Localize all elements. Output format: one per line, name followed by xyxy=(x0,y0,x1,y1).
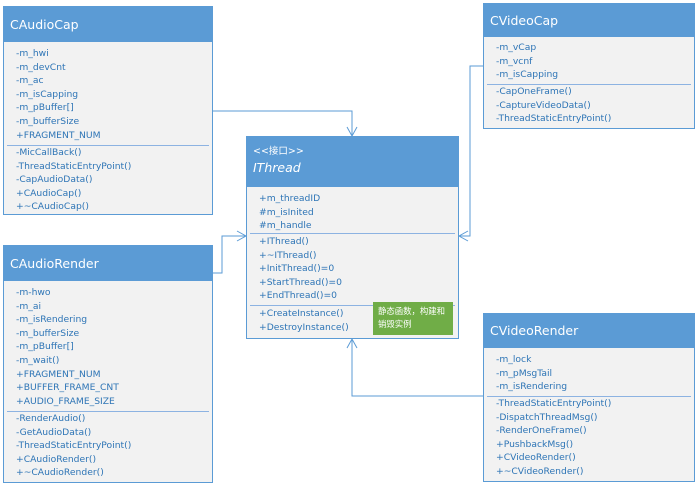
attribute: -m_pMsgTail xyxy=(496,367,553,379)
method: +CAudioCap() xyxy=(16,187,82,199)
class-caudiorender[interactable]: CAudioRender -m-hwo -m_ai -m_isRendering… xyxy=(3,245,213,483)
method: +CreateInstance() xyxy=(259,308,344,319)
method: +~IThread() xyxy=(259,249,317,261)
method: +InitThread()=0 xyxy=(259,263,335,275)
attribute: +AUDIO_FRAME_SIZE xyxy=(16,395,115,407)
attribute: -m-hwo xyxy=(16,287,51,298)
attribute: #m_isInited xyxy=(259,206,314,218)
class-caudiocap-header: CAudioCap xyxy=(4,7,212,42)
method: -RenderAudio() xyxy=(16,413,86,424)
attribute: #m_handle xyxy=(259,220,312,232)
attribute: -m_isRendering xyxy=(16,314,88,326)
class-caudiorender-attributes: -m-hwo -m_ai -m_isRendering -m_bufferSiz… xyxy=(4,286,212,408)
attribute: -m_vcnf xyxy=(496,55,533,67)
attribute: +FRAGMENT_NUM xyxy=(16,368,101,380)
class-ithread-methods: +IThread() +~IThread() +InitThread()=0 +… xyxy=(247,235,458,303)
separator xyxy=(7,145,209,146)
attribute: -m_isCapping xyxy=(496,69,559,81)
attribute: -m_wait() xyxy=(16,354,60,366)
method: -RenderOneFrame() xyxy=(496,425,587,437)
class-caudiocap[interactable]: CAudioCap -m_hwi -m_devCnt -m_ac -m_isCa… xyxy=(3,6,213,215)
attribute: -m_vCap xyxy=(496,42,537,53)
method: -DispatchThreadMsg() xyxy=(496,411,598,423)
class-cvideorender-methods: -ThreadStaticEntryPoint() -DispatchThrea… xyxy=(484,397,694,479)
class-cvideorender-attributes: -m_lock -m_pMsgTail -m_isRendering xyxy=(484,353,694,394)
attribute: -m_ac xyxy=(16,75,44,87)
separator xyxy=(250,305,455,306)
method: +~CAudioCap() xyxy=(16,201,89,213)
class-ithread-header: <<接口>> IThread xyxy=(247,137,458,187)
separator xyxy=(250,233,455,234)
class-caudiocap-name: CAudioCap xyxy=(10,17,79,32)
arrowhead-cvideocap-ithread xyxy=(457,230,469,242)
method: -ThreadStaticEntryPoint() xyxy=(16,440,132,452)
method: -CapAudioData() xyxy=(16,174,93,186)
class-cvideorender[interactable]: CVideoRender -m_lock -m_pMsgTail -m_isRe… xyxy=(483,313,695,482)
arrowhead-cvideorender-ithread xyxy=(346,337,358,349)
method: +~CVideoRender() xyxy=(496,465,584,477)
method: +EndThread()=0 xyxy=(259,290,337,302)
connector-cvideocap-ithread xyxy=(459,65,483,237)
connector-cvideorender-ithread xyxy=(351,339,483,397)
attribute: -m_bufferSize xyxy=(16,327,80,339)
note-static-functions: 静态函数，构建和销毁实例 xyxy=(373,302,453,335)
connector-caudiorender-ithread xyxy=(213,235,246,274)
class-ithread-attributes: +m_threadID #m_isInited #m_handle xyxy=(247,192,458,233)
attribute: -m_pBuffer[] xyxy=(16,102,74,114)
attribute: -m_isCapping xyxy=(16,88,79,100)
class-caudiorender-name: CAudioRender xyxy=(10,256,99,271)
class-ithread-stereotype: <<接口>> xyxy=(253,146,304,157)
method: +CVideoRender() xyxy=(496,452,576,464)
method: -ThreadStaticEntryPoint() xyxy=(496,113,612,125)
class-cvideocap-header: CVideoCap xyxy=(484,4,694,37)
class-cvideocap-name: CVideoCap xyxy=(490,13,559,28)
attribute: +m_threadID xyxy=(259,193,321,204)
class-caudiorender-methods: -RenderAudio() -GetAudioData() -ThreadSt… xyxy=(4,412,212,480)
separator xyxy=(7,411,209,412)
class-cvideorender-name: CVideoRender xyxy=(490,323,579,338)
attribute: +FRAGMENT_NUM xyxy=(16,129,101,141)
method: -CaptureVideoData() xyxy=(496,99,591,111)
class-ithread-statics: +CreateInstance() +DestroyInstance() xyxy=(247,307,458,334)
method: +PushbackMsg() xyxy=(496,438,574,450)
class-caudiocap-methods: -MicCallBack() -ThreadStaticEntryPoint()… xyxy=(4,146,212,214)
note-text: 静态函数，构建和销毁实例 xyxy=(378,306,445,329)
class-cvideocap[interactable]: CVideoCap -m_vCap -m_vcnf -m_isCapping -… xyxy=(483,3,695,129)
attribute: -m_ai xyxy=(16,300,42,312)
method: +StartThread()=0 xyxy=(259,276,342,288)
attribute: -m_lock xyxy=(496,354,532,365)
attribute: -m_isRendering xyxy=(496,381,568,393)
attribute: +BUFFER_FRAME_CNT xyxy=(16,382,119,394)
method: -ThreadStaticEntryPoint() xyxy=(16,160,132,172)
class-caudiocap-attributes: -m_hwi -m_devCnt -m_ac -m_isCapping -m_p… xyxy=(4,47,212,142)
method: -GetAudioData() xyxy=(16,426,92,438)
class-ithread-name: IThread xyxy=(253,160,301,175)
class-cvideorender-header: CVideoRender xyxy=(484,314,694,348)
separator xyxy=(487,84,691,85)
class-cvideocap-attributes: -m_vCap -m_vcnf -m_isCapping xyxy=(484,41,694,82)
method: +~CAudioRender() xyxy=(16,467,104,479)
method: -CapOneFrame() xyxy=(496,86,572,97)
method: -ThreadStaticEntryPoint() xyxy=(496,398,612,409)
method: +DestroyInstance() xyxy=(259,321,349,333)
class-cvideocap-methods: -CapOneFrame() -CaptureVideoData() -Thre… xyxy=(484,85,694,126)
method: -MicCallBack() xyxy=(16,147,82,158)
attribute: -m_devCnt xyxy=(16,61,66,73)
attribute: -m_hwi xyxy=(16,48,49,59)
attribute: -m_bufferSize xyxy=(16,115,80,127)
connector-caudiocap-ithread xyxy=(213,110,353,136)
attribute: -m_pBuffer[] xyxy=(16,341,74,353)
method: +CAudioRender() xyxy=(16,453,97,465)
method: +IThread() xyxy=(259,236,309,247)
separator xyxy=(487,396,691,397)
class-caudiorender-header: CAudioRender xyxy=(4,246,212,281)
